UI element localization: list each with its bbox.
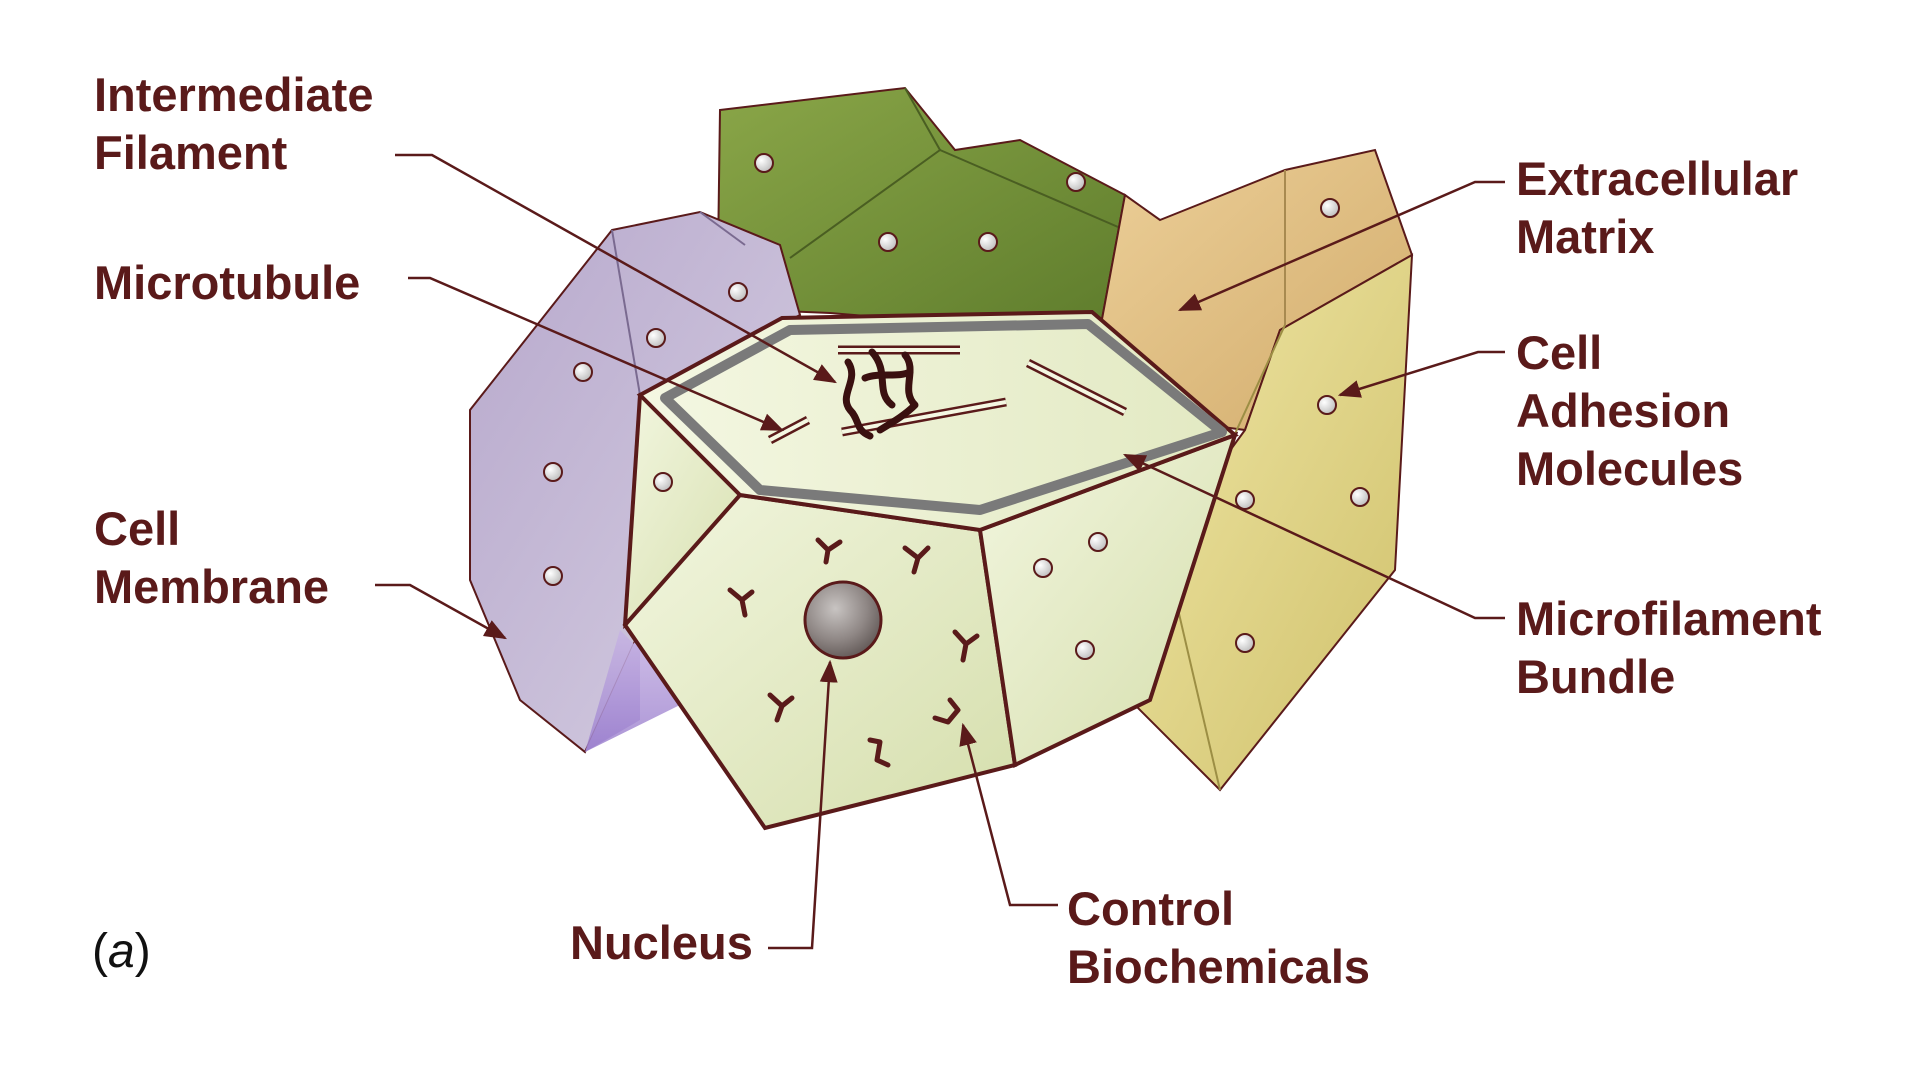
leader-lines xyxy=(375,153,1505,950)
leader-extracellular-matrix xyxy=(1177,180,1505,312)
label-microtubule: Microtubule xyxy=(94,256,361,309)
label-nucleus: Nucleus xyxy=(570,916,753,969)
microfilament-bundle-ring xyxy=(660,319,1227,515)
leader-cell-membrane xyxy=(375,583,507,640)
leader-microtubule xyxy=(408,276,785,432)
intermediate-filament-shape xyxy=(842,348,919,440)
leader-intermediate-filament xyxy=(395,153,837,384)
leader-microfilament-bundle xyxy=(1122,453,1505,620)
leader-cell-adhesion xyxy=(1337,350,1505,398)
nucleus-shape xyxy=(803,580,883,660)
microtubules xyxy=(767,345,1128,444)
label-cell-adhesion-molecules: Cell Adhesion Molecules xyxy=(1516,326,1744,495)
label-extracellular-matrix: Extracellular Matrix xyxy=(1516,152,1799,263)
label-control-biochemicals: Control Biochemicals xyxy=(1067,882,1371,993)
leader-control-biochemicals xyxy=(959,722,1058,907)
label-cell-membrane: Cell Membrane xyxy=(94,502,330,613)
label-intermediate-filament: Intermediate Filament xyxy=(94,68,374,179)
label-microfilament-bundle: Microfilament Bundle xyxy=(1516,592,1822,703)
control-biochemicals-shapes xyxy=(727,537,980,768)
central-cell xyxy=(622,309,1239,831)
panel-label: (a) xyxy=(92,925,151,978)
leader-nucleus xyxy=(768,659,838,950)
cell-adhesion-dots xyxy=(543,153,1370,660)
